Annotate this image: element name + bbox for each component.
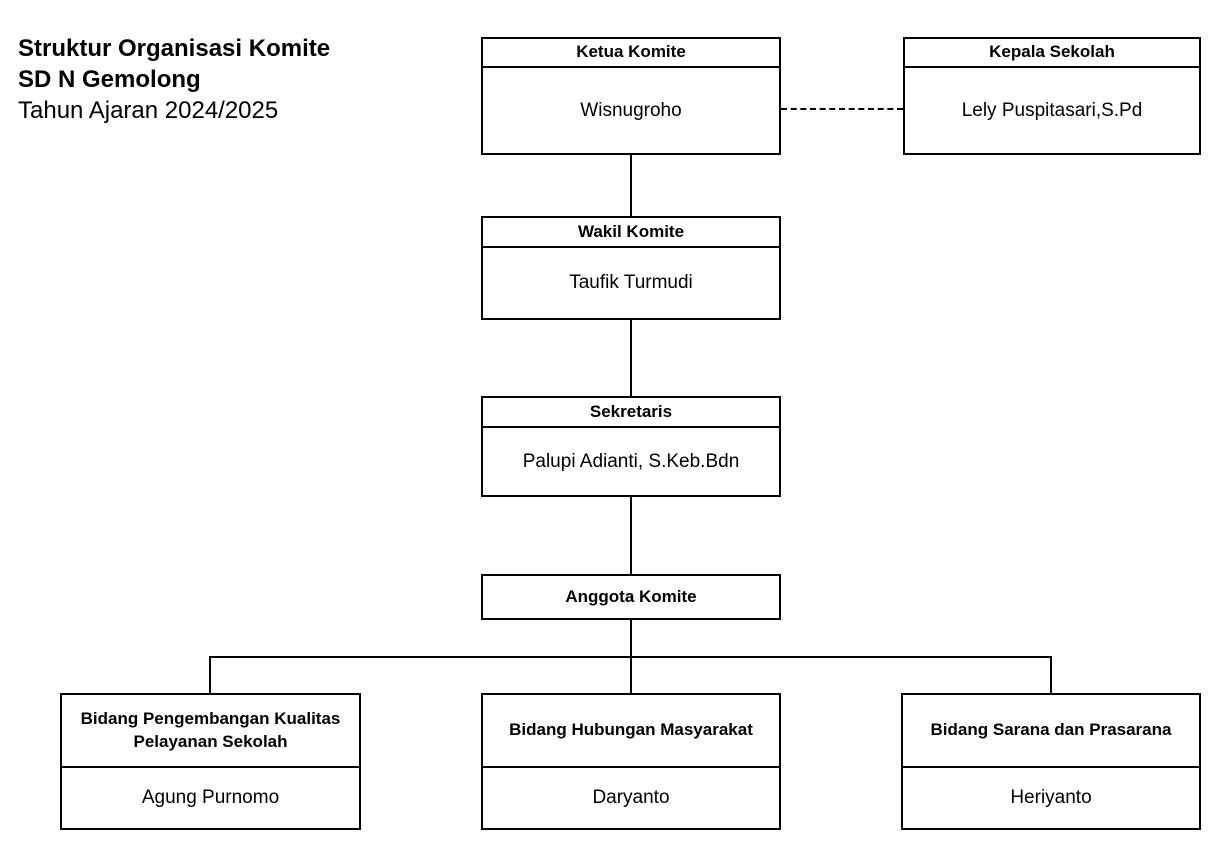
connector-sekretaris-anggota: [630, 497, 632, 574]
node-ketua-komite-name: Wisnugroho: [580, 99, 682, 121]
node-sekretaris-name: Palupi Adianti, S.Keb.Bdn: [522, 450, 740, 472]
connector-distribution-rail: [209, 656, 1052, 658]
node-bidang-pengembangan-role: Bidang Pengembangan Kualitas Pelayanan S…: [62, 695, 359, 768]
node-bidang-sarana-role: Bidang Sarana dan Prasarana: [903, 695, 1199, 768]
chart-title-line2: SD N Gemolong: [18, 66, 201, 93]
node-bidang-sarana: Bidang Sarana dan Prasarana Heriyanto: [901, 693, 1201, 830]
node-bidang-humas: Bidang Hubungan Masyarakat Daryanto: [481, 693, 781, 830]
node-wakil-komite-name: Taufik Turmudi: [569, 272, 693, 293]
node-bidang-pengembangan: Bidang Pengembangan Kualitas Pelayanan S…: [60, 693, 361, 830]
node-kepala-sekolah: Kepala Sekolah Lely Puspitasari,S.Pd: [903, 37, 1201, 155]
node-anggota-komite: Anggota Komite: [481, 574, 781, 620]
node-ketua-komite: Ketua Komite Wisnugroho: [481, 37, 781, 155]
node-kepala-sekolah-name: Lely Puspitasari,S.Pd: [961, 99, 1143, 121]
connector-rail-bidang-right: [1050, 656, 1052, 693]
connector-wakil-sekretaris: [630, 320, 632, 396]
node-wakil-komite-role: Wakil Komite: [483, 218, 779, 248]
node-sekretaris: Sekretaris Palupi Adianti, S.Keb.Bdn: [481, 396, 781, 497]
connector-dashed-ketua-kepala: [781, 108, 903, 110]
node-wakil-komite: Wakil Komite Taufik Turmudi: [481, 216, 781, 320]
connector-ketua-wakil: [630, 155, 632, 216]
chart-title-line1: Struktur Organisasi Komite: [18, 35, 331, 62]
node-bidang-humas-role: Bidang Hubungan Masyarakat: [483, 695, 779, 768]
node-bidang-pengembangan-name: Agung Purnomo: [141, 787, 280, 808]
node-bidang-humas-name: Daryanto: [592, 787, 670, 808]
node-anggota-komite-role: Anggota Komite: [565, 586, 697, 606]
connector-rail-bidang-left: [209, 656, 211, 693]
chart-subtitle: Tahun Ajaran 2024/2025: [18, 97, 279, 124]
node-sekretaris-role: Sekretaris: [483, 398, 779, 428]
node-ketua-komite-role: Ketua Komite: [483, 39, 779, 68]
chart-title: Struktur Organisasi Komite SD N Gemolong…: [18, 33, 330, 126]
node-kepala-sekolah-role: Kepala Sekolah: [905, 39, 1199, 68]
node-bidang-sarana-name: Heriyanto: [1010, 787, 1092, 808]
